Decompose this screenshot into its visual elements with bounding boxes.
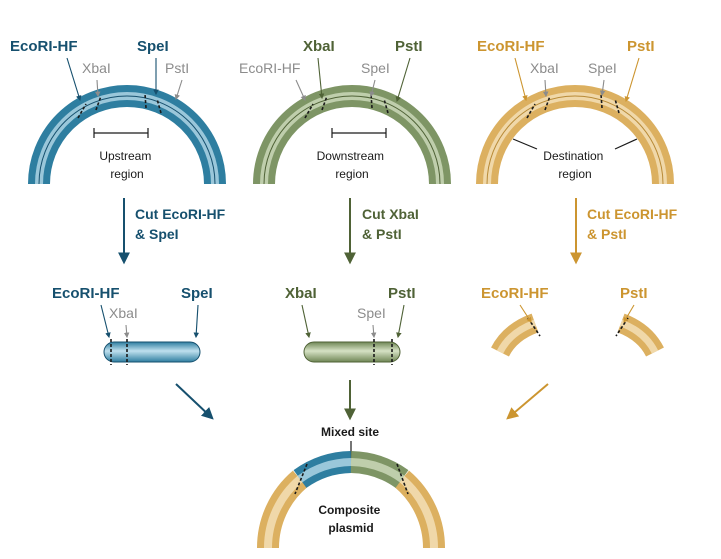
- fragment-psti-label-green: PstI: [388, 285, 416, 302]
- upstream-ecori-label: EcoRI-HF: [10, 38, 78, 55]
- fragment-xbai-label-green: XbaI: [285, 285, 317, 302]
- upstream-fragment: [103, 339, 201, 365]
- destination-site-arrows: [514, 57, 640, 103]
- upstream-xbai-label: XbaI: [82, 60, 111, 76]
- cut-step-orange: Cut EcoRI-HF & PstI: [587, 206, 681, 242]
- destination-region-label: Destination region: [543, 149, 606, 181]
- downstream-spei-label: SpeI: [361, 60, 390, 76]
- destination-psti-label: PstI: [627, 38, 655, 55]
- upstream-plasmid: [28, 85, 226, 185]
- upstream-spei-label: SpeI: [137, 38, 169, 55]
- fragment-spei-label-green: SpeI: [357, 305, 386, 321]
- upstream-psti-label: PstI: [165, 60, 189, 76]
- cut-step-green: Cut XbaI & PstI: [362, 206, 423, 242]
- downstream-fragment: [303, 339, 401, 365]
- destination-cut-sites: [526, 93, 620, 119]
- composite-plasmid-label: Composite plasmid: [318, 503, 383, 535]
- destination-region-line1: Destination: [543, 149, 603, 163]
- downstream-psti-label: PstI: [395, 38, 423, 55]
- downstream-region-line1: Downstream: [317, 149, 384, 163]
- ligation-arrow-orange: [506, 383, 549, 420]
- cut-step-blue: Cut EcoRI-HF & SpeI: [135, 206, 229, 242]
- upstream-region-line2: region: [110, 167, 143, 181]
- fragment-ecori-label-orange: EcoRI-HF: [481, 285, 549, 302]
- destination-spei-label: SpeI: [588, 60, 617, 76]
- downstream-site-arrows: [295, 57, 411, 103]
- upstream-site-arrows: [66, 57, 183, 102]
- downstream-plasmid: [253, 85, 451, 185]
- fragment-psti-label-orange: PstI: [620, 285, 648, 302]
- upstream-cut-sites: [77, 93, 162, 119]
- destination-opened-backbone: [491, 313, 664, 357]
- destination-region-line2: region: [558, 167, 591, 181]
- downstream-region-line2: region: [335, 167, 368, 181]
- destination-pointer-right: [614, 138, 638, 150]
- fragment-ecori-label-blue: EcoRI-HF: [52, 285, 120, 302]
- downstream-xbai-label: XbaI: [303, 38, 335, 55]
- upstream-region-label: Upstream region: [99, 149, 154, 181]
- destination-ecori-label: EcoRI-HF: [477, 38, 545, 55]
- ligation-arrow-blue: [175, 383, 214, 420]
- composite-plasmid: [256, 451, 446, 549]
- fragment-spei-label-blue: SpeI: [181, 285, 213, 302]
- downstream-ecori-label: EcoRI-HF: [239, 60, 300, 76]
- fragment-xbai-label-blue: XbaI: [109, 305, 138, 321]
- mixed-site-label: Mixed site: [321, 425, 379, 439]
- downstream-region-label: Downstream region: [317, 149, 388, 181]
- destination-xbai-label: XbaI: [530, 60, 559, 76]
- destination-pointer-left: [512, 138, 538, 150]
- upstream-region-line1: Upstream: [99, 149, 151, 163]
- destination-plasmid: [476, 85, 674, 185]
